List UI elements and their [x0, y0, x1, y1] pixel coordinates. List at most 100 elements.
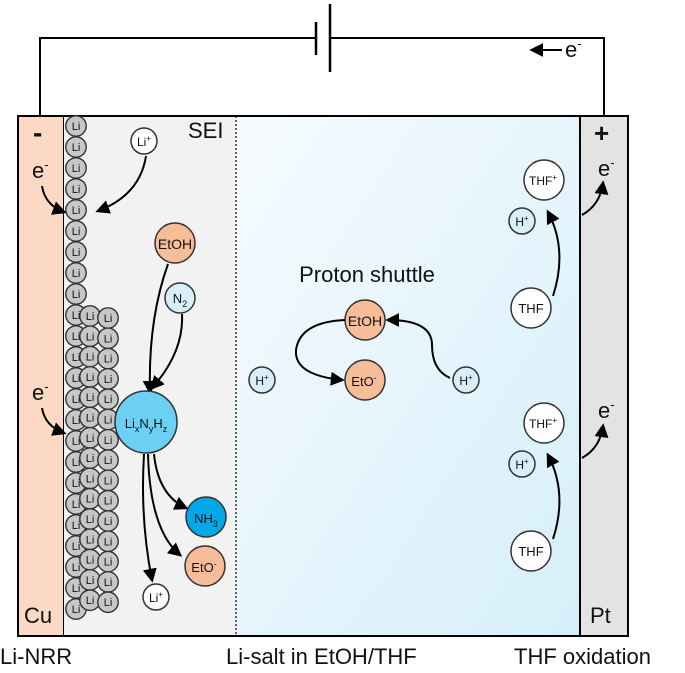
nitride-to-nh3-arrow	[153, 453, 189, 510]
li-atom-col3-label: Li	[104, 313, 113, 325]
li-atom-col1-label: Li	[72, 520, 81, 532]
li-atom-col2-label: Li	[86, 392, 95, 404]
li-atom-col1-label: Li	[72, 331, 81, 343]
h-plus-upper	[508, 207, 536, 235]
li-atom-col3-label: Li	[104, 516, 113, 528]
thf-plus-lower	[523, 402, 565, 444]
cathode-electron-arrow-bottom	[41, 407, 67, 436]
li-atom-col3-label: Li	[104, 354, 113, 366]
li-atom-col2-label: Li	[86, 555, 95, 567]
li-atom-col1-label: Li	[72, 163, 81, 175]
thf-upper	[510, 287, 552, 329]
nitride-to-eto-arrow	[147, 453, 183, 557]
shuttle-eto-label: EtO-	[351, 373, 376, 389]
li-nitride-intermediate	[114, 390, 178, 454]
li-atom-col1-label: Li	[72, 562, 81, 574]
li-atom-col1-label: Li	[72, 415, 81, 427]
li-atom-col3-label: Li	[104, 577, 113, 589]
li-ion-top	[130, 127, 158, 155]
anode-electron-arrow-upper	[581, 180, 609, 216]
thf-plus-upper	[523, 159, 565, 201]
eto-product	[184, 545, 226, 587]
li-atom-col2-label: Li	[86, 311, 95, 323]
li-ion-product	[142, 583, 170, 611]
li-atom-col1-label: Li	[72, 310, 81, 322]
anode-electron-upper: e-	[598, 155, 615, 181]
li-atom-col1-label: Li	[72, 247, 81, 259]
thf-lower	[510, 530, 552, 572]
li-atom-col1-label: Li	[72, 184, 81, 196]
proton-shuttle-title: Proton shuttle	[299, 262, 435, 287]
li-atom-col1-label: Li	[72, 478, 81, 490]
li-atom-col3-label: Li	[104, 536, 113, 548]
li-atom-col2-label: Li	[86, 514, 95, 526]
li-atom-col1-label: Li	[72, 499, 81, 511]
anode-electron-arrow-lower	[581, 423, 609, 459]
shuttle-arrow-deprotonation	[294, 319, 346, 386]
h-plus-lower-label: H+	[515, 457, 529, 472]
li-atom-col2-label: Li	[86, 413, 95, 425]
anode-label: Pt	[590, 603, 611, 628]
cu-electrode	[17, 115, 65, 637]
li-atom-col1-label: Li	[72, 436, 81, 448]
li-atom-col2-label: Li	[86, 494, 95, 506]
cathode-electron-top: e-	[32, 157, 49, 183]
li-atom-col2-label: Li	[86, 331, 95, 343]
nh3-product	[185, 496, 227, 538]
li-atom-col1-label: Li	[72, 121, 81, 133]
anode-sign: +	[594, 118, 609, 148]
li-atom-col2-label: Li	[86, 595, 95, 607]
li-atom-col3-label: Li	[104, 455, 113, 467]
n2-label: N2	[173, 291, 187, 309]
caption-electrolyte: Li-salt in EtOH/THF	[226, 644, 417, 669]
li-atom-col1-label: Li	[72, 142, 81, 154]
li-atom-col2-label: Li	[86, 534, 95, 546]
li-ion-top-label: Li+	[137, 134, 151, 149]
li-atom-col2-label: Li	[86, 372, 95, 384]
li-atom-col1-label: Li	[72, 394, 81, 406]
li-atom-col3-label: Li	[104, 435, 113, 447]
thf-plus-upper-label: THF+	[529, 173, 557, 188]
li-atom-col3	[97, 591, 119, 614]
eto-product-label: EtO-	[191, 559, 216, 575]
etoh-molecule	[154, 222, 196, 264]
li-atom-col1-label: Li	[72, 352, 81, 364]
li-atom-col1-label: Li	[72, 268, 81, 280]
n2-molecule	[164, 282, 196, 314]
thf-oxidation-arrow-lower	[546, 452, 561, 540]
li-atom-col3-label: Li	[104, 415, 113, 427]
shuttle-h-plus-left	[248, 366, 276, 394]
etoh-label: EtOH	[158, 236, 192, 252]
cathode-electron-bottom: e-	[32, 379, 49, 405]
thf-upper-label: THF	[518, 301, 543, 316]
cathode-label: Cu	[24, 603, 52, 628]
li-atom-col1-label: Li	[72, 604, 81, 616]
shuttle-etoh-label: EtOH	[348, 313, 382, 329]
shuttle-h-plus-right	[452, 366, 480, 394]
pt-electrode	[579, 115, 629, 637]
thf-oxidation-arrow-upper	[546, 209, 561, 297]
cathode-electron-arrow-top	[41, 185, 67, 215]
li-atom-col3-label: Li	[104, 597, 113, 609]
li-atom-col1-label: Li	[72, 205, 81, 217]
li-atom-col2-label: Li	[86, 473, 95, 485]
li-atom-col2-label: Li	[86, 433, 95, 445]
sei-label: SEI	[188, 118, 223, 143]
shuttle-h-plus-right-label: H+	[459, 373, 473, 388]
electron-flow-label: e-	[565, 36, 582, 62]
cathode-sign: -	[33, 117, 42, 148]
li-ion-product-label: Li+	[149, 590, 163, 605]
etoh-to-nitride-arrow	[142, 263, 169, 395]
li-atom-col3-label: Li	[104, 374, 113, 386]
shuttle-h-plus-left-label: H+	[255, 373, 269, 388]
li-atom-col1-label: Li	[72, 226, 81, 238]
li-atom-col1-label: Li	[72, 583, 81, 595]
li-atom-col3-label: Li	[104, 333, 113, 345]
caption-li-nrr: Li-NRR	[0, 644, 72, 669]
li-ion-deposition-arrow	[95, 155, 147, 214]
li-atom-col3-label: Li	[104, 394, 113, 406]
h-plus-upper-label: H+	[515, 214, 529, 229]
nh3-label: NH3	[194, 511, 218, 529]
